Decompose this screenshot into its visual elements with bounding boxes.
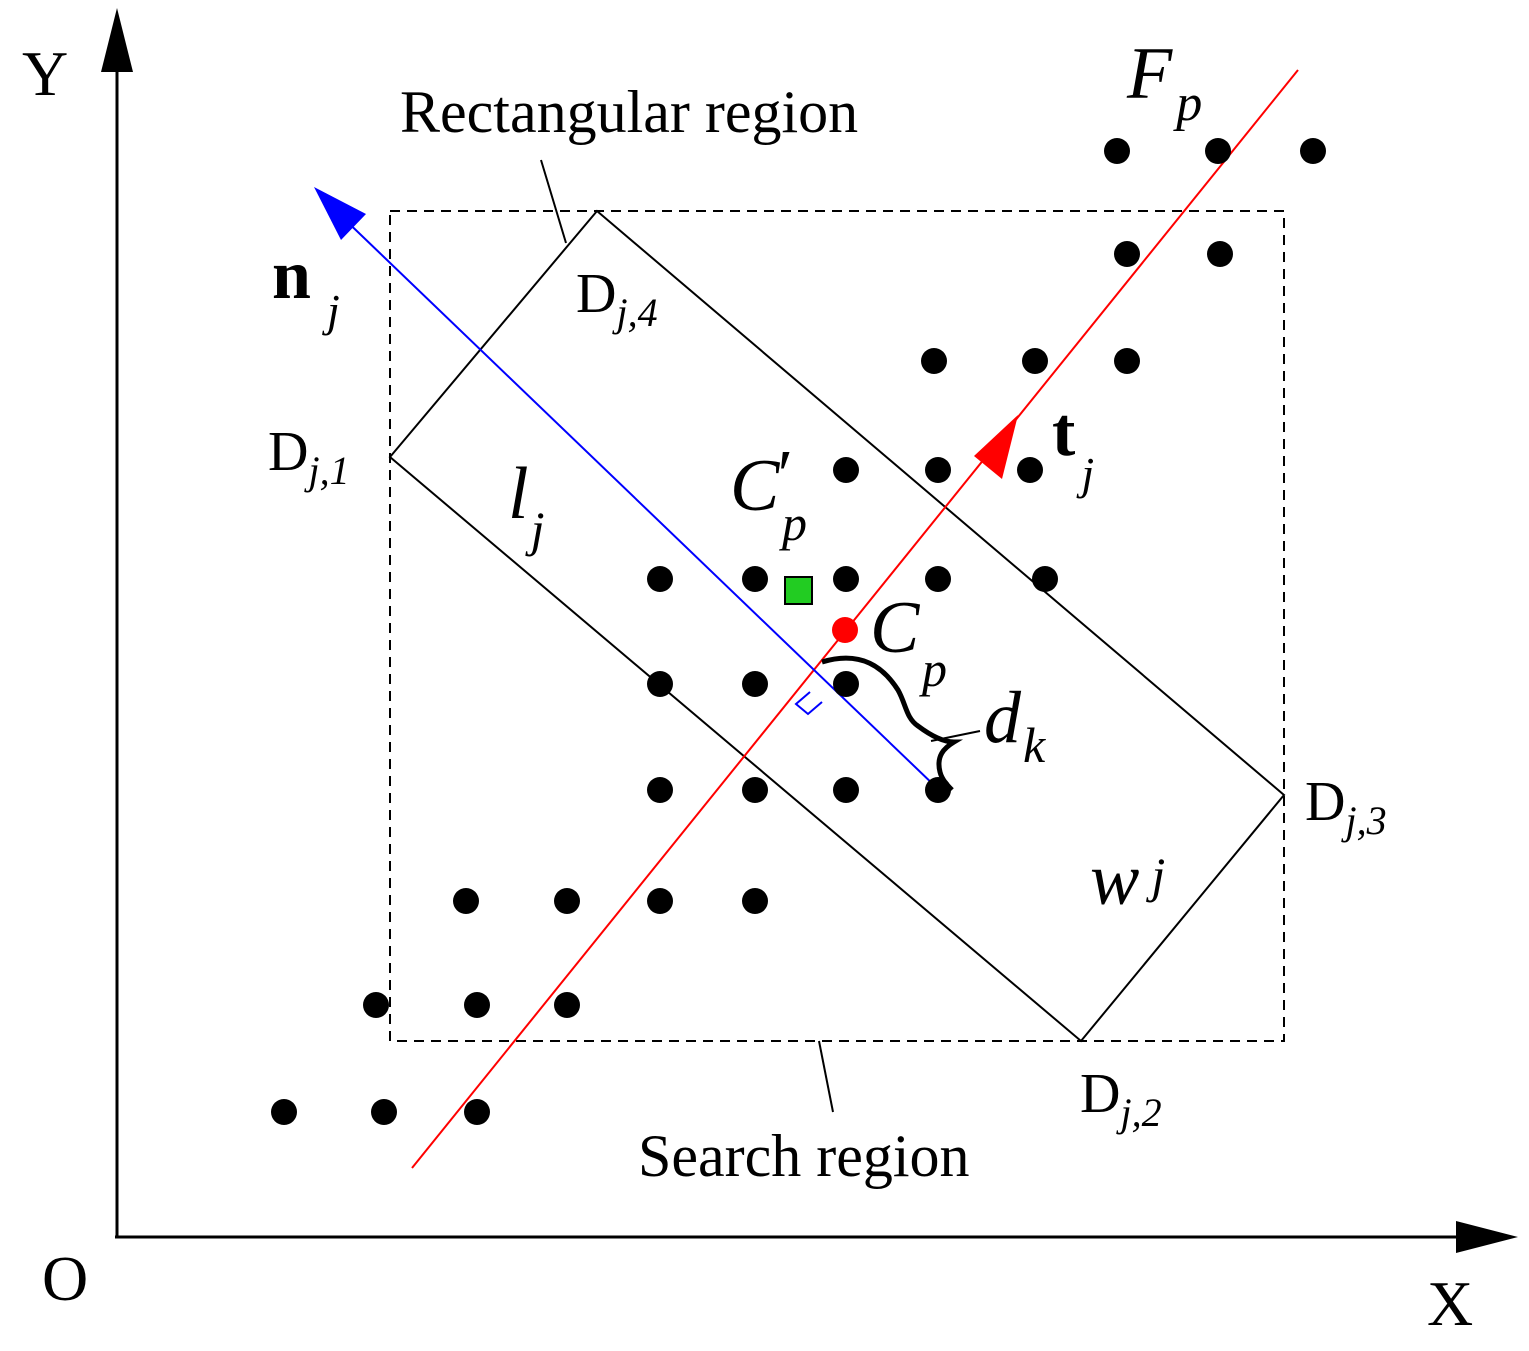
point <box>742 777 768 803</box>
search-region-rect <box>389 210 1285 1042</box>
point <box>271 1099 297 1125</box>
normal-arrowhead <box>314 187 366 240</box>
point <box>1032 566 1058 592</box>
cp-sub: p <box>919 641 947 697</box>
point <box>647 888 673 914</box>
point <box>1205 138 1231 164</box>
y-axis-arrowhead <box>101 8 133 72</box>
w-sub: j <box>1145 847 1165 903</box>
centroid-square <box>784 576 813 605</box>
tangent-arrowhead <box>974 415 1018 479</box>
point <box>647 777 673 803</box>
point-cloud <box>271 138 1326 1125</box>
t-sub: j <box>1076 448 1094 499</box>
point <box>647 671 673 697</box>
point <box>554 992 580 1018</box>
x-axis-label: X <box>1427 1268 1473 1339</box>
tangent-line <box>411 69 1299 1169</box>
dk-sub: k <box>1023 717 1046 773</box>
fp-sub: p <box>1172 75 1202 132</box>
point-cp <box>832 617 858 643</box>
point <box>1114 241 1140 267</box>
point <box>1207 241 1233 267</box>
origin-label: O <box>42 1243 88 1314</box>
point <box>833 566 859 592</box>
point <box>371 1099 397 1125</box>
fp-label: Fp <box>1126 33 1202 132</box>
c-prime-sub: p <box>779 495 807 551</box>
t-main: t <box>1052 394 1075 471</box>
point <box>464 1099 490 1125</box>
point <box>742 671 768 697</box>
corner-d-j2-main: D <box>1080 1063 1120 1125</box>
corner-label-d-j3: Dj,3 <box>1305 771 1387 843</box>
search-region-leader <box>818 1040 834 1113</box>
dk-brace <box>821 655 964 792</box>
corner-label-d-j1: Dj,1 <box>268 421 350 493</box>
n-sub: j <box>322 285 340 336</box>
point <box>1300 138 1326 164</box>
cp-main: C <box>870 587 921 669</box>
point <box>925 457 951 483</box>
y-axis-label: Y <box>22 38 68 109</box>
search-region-label: Search region <box>638 1123 970 1189</box>
corner-d-j2-sub: j,2 <box>1115 1090 1161 1135</box>
point <box>742 566 768 592</box>
corner-d-j3-main: D <box>1305 771 1345 833</box>
rectangular-region-label: Rectangular region <box>400 79 858 145</box>
point <box>464 992 490 1018</box>
point <box>1022 348 1048 374</box>
c-prime-label: C′ <box>730 437 790 527</box>
corner-d-j4-sub: j,4 <box>611 290 657 335</box>
point <box>554 888 580 914</box>
corner-d-j4-main: D <box>576 263 616 325</box>
point <box>833 671 859 697</box>
point <box>363 992 389 1018</box>
corner-d-j3-sub: j,3 <box>1340 798 1386 843</box>
corner-label-d-j4: Dj,4 <box>576 263 658 335</box>
x-axis-arrowhead <box>1456 1221 1518 1253</box>
point <box>742 888 768 914</box>
point <box>921 348 947 374</box>
dk-label: dk <box>984 677 1046 773</box>
corner-d-j1-sub: j,1 <box>303 448 349 493</box>
n-main: n <box>272 237 311 314</box>
l-main: l <box>508 453 529 535</box>
c-prime-main: C <box>730 445 781 527</box>
point <box>833 457 859 483</box>
point <box>1017 457 1043 483</box>
rect-region-leader <box>540 159 567 244</box>
dk-main: d <box>984 677 1022 759</box>
axes: Y X O <box>22 8 1518 1339</box>
point <box>647 566 673 592</box>
right-angle-mark <box>794 691 823 716</box>
point <box>1104 138 1130 164</box>
c-prime-mark: ′ <box>773 437 790 514</box>
corner-d-j1-main: D <box>268 421 308 483</box>
cp-label: C <box>870 587 921 669</box>
point <box>1114 348 1140 374</box>
w-main: w <box>1090 839 1139 921</box>
corner-label-d-j2: Dj,2 <box>1080 1063 1162 1135</box>
t-label: tj <box>1052 394 1094 499</box>
fp-main: F <box>1126 33 1173 115</box>
point <box>833 777 859 803</box>
rectangular-region <box>388 209 1286 1043</box>
point <box>925 777 951 803</box>
point <box>925 566 951 592</box>
point <box>453 888 479 914</box>
l-label: lj <box>508 453 544 557</box>
